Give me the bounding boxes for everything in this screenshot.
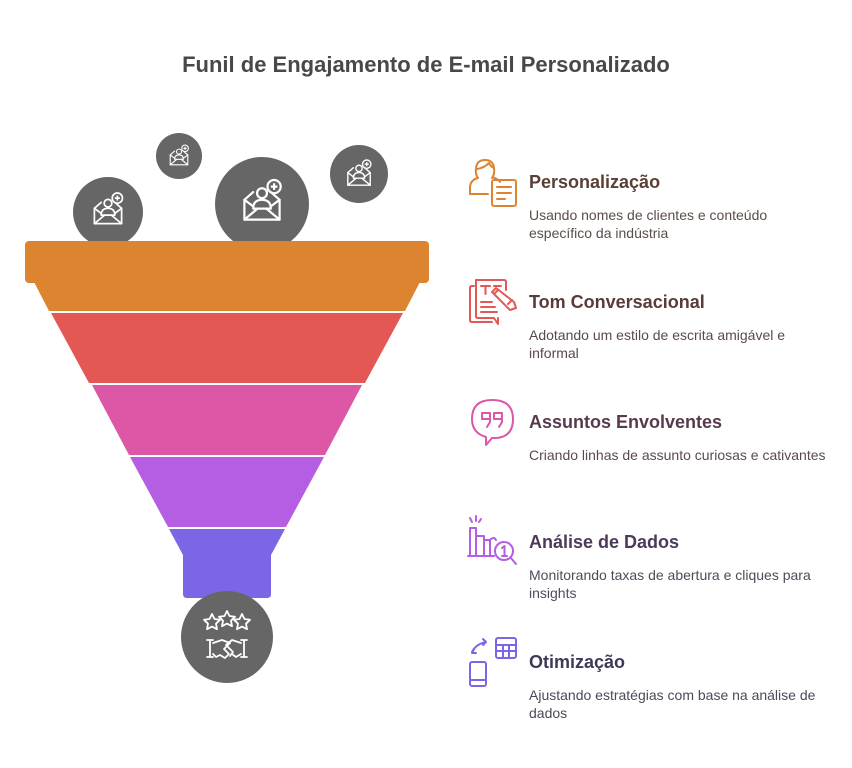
funnel-graphic — [25, 133, 429, 683]
step-analise-de-dados: Análise de Dados Monitorando taxas de ab… — [462, 512, 832, 612]
diagram-title: Funil de Engajamento de E-mail Personali… — [182, 52, 670, 77]
input-circle — [73, 177, 143, 247]
step-personalizacao: Personalização Usando nomes de clientes … — [462, 152, 832, 252]
funnel-layer-tom-conversacional — [51, 313, 403, 383]
step-description: Criando linhas de assunto curiosas e cat… — [529, 447, 826, 463]
step-assuntos-envolventes: Assuntos Envolventes Criando linhas de a… — [462, 392, 832, 492]
step-otimizacao: Otimização Ajustando estratégias com bas… — [462, 632, 832, 732]
step-description: Usando nomes de clientes e conteúdo espe… — [529, 207, 768, 241]
step-label: Otimização — [529, 652, 626, 672]
funnel-layer-personalizacao — [25, 241, 429, 311]
input-circle — [215, 157, 309, 251]
step-label: Personalização — [529, 172, 661, 192]
input-circle — [156, 133, 202, 179]
chart-magnifier-icon — [467, 515, 517, 565]
funnel-layer-analise-de-dados — [130, 457, 324, 527]
step-label: Análise de Dados — [529, 532, 680, 552]
stars-handshake-icon — [203, 610, 251, 659]
writing-pencil-icon — [469, 279, 517, 325]
step-description: Adotando um estilo de escrita amigável e… — [529, 327, 786, 361]
step-description: Monitorando taxas de abertura e cliques … — [529, 567, 811, 601]
step-description: Ajustando estratégias com base na anális… — [529, 687, 816, 721]
quote-bubble-icon — [471, 399, 514, 446]
input-circle — [330, 145, 388, 203]
step-label: Tom Conversacional — [529, 292, 705, 312]
user-document-icon — [469, 159, 517, 207]
funnel-layer-assuntos-envolventes — [92, 385, 362, 455]
output-circle — [181, 591, 273, 683]
step-label: Assuntos Envolventes — [529, 412, 723, 432]
funnel-layer-otimizacao — [169, 529, 285, 598]
mobile-table-sync-icon — [469, 637, 517, 687]
step-tom-conversacional: Tom Conversacional Adotando um estilo de… — [462, 272, 832, 372]
